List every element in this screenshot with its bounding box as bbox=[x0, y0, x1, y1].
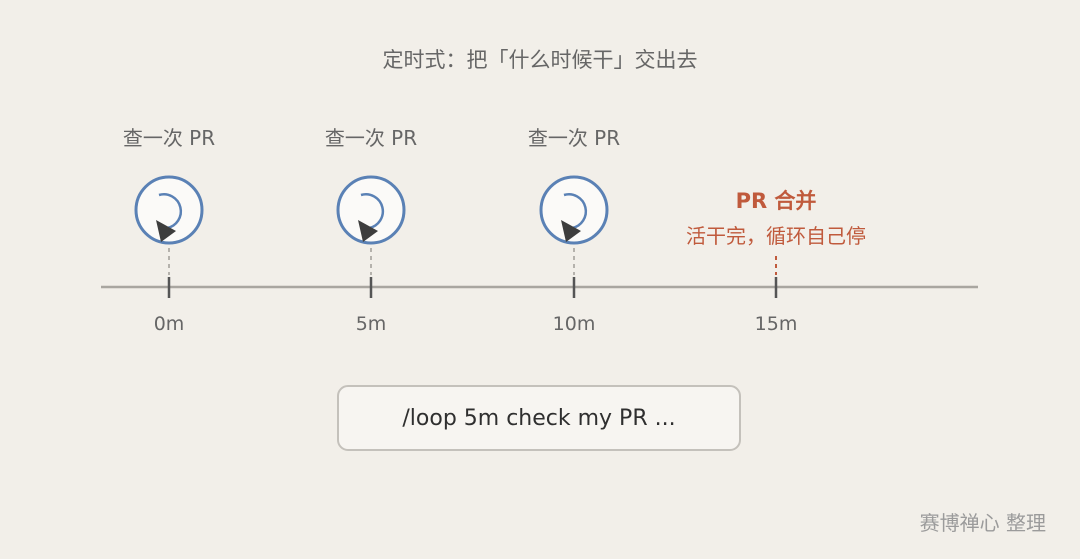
tick-label-1: 5m bbox=[356, 313, 387, 335]
check-label-0: 查一次 PR bbox=[123, 126, 215, 150]
check-point-0: 查一次 PR 0m bbox=[123, 126, 215, 335]
check-point-2: 查一次 PR 10m bbox=[528, 126, 620, 335]
check-label-1: 查一次 PR bbox=[325, 126, 417, 150]
diagram-title: 定时式：把「什么时候干」交出去 bbox=[382, 48, 698, 72]
credit-text: 赛博禅心 整理 bbox=[919, 511, 1046, 535]
command-box: /loop 5m check my PR ... bbox=[337, 385, 741, 451]
tick-label-0: 0m bbox=[154, 313, 185, 335]
clock-loop-icon bbox=[336, 175, 406, 245]
check-point-1: 查一次 PR 5m bbox=[325, 126, 417, 335]
clock-loop-icon bbox=[539, 175, 609, 245]
stop-point: PR 合并 活干完，循环自己停 15m bbox=[686, 189, 866, 335]
stop-title: PR 合并 bbox=[736, 189, 817, 213]
tick-label-3: 15m bbox=[755, 313, 798, 335]
clock-loop-icon bbox=[134, 175, 204, 245]
tick-label-2: 10m bbox=[553, 313, 596, 335]
command-text: /loop 5m check my PR ... bbox=[402, 405, 676, 431]
stop-subtitle: 活干完，循环自己停 bbox=[686, 224, 866, 248]
check-label-2: 查一次 PR bbox=[528, 126, 620, 150]
